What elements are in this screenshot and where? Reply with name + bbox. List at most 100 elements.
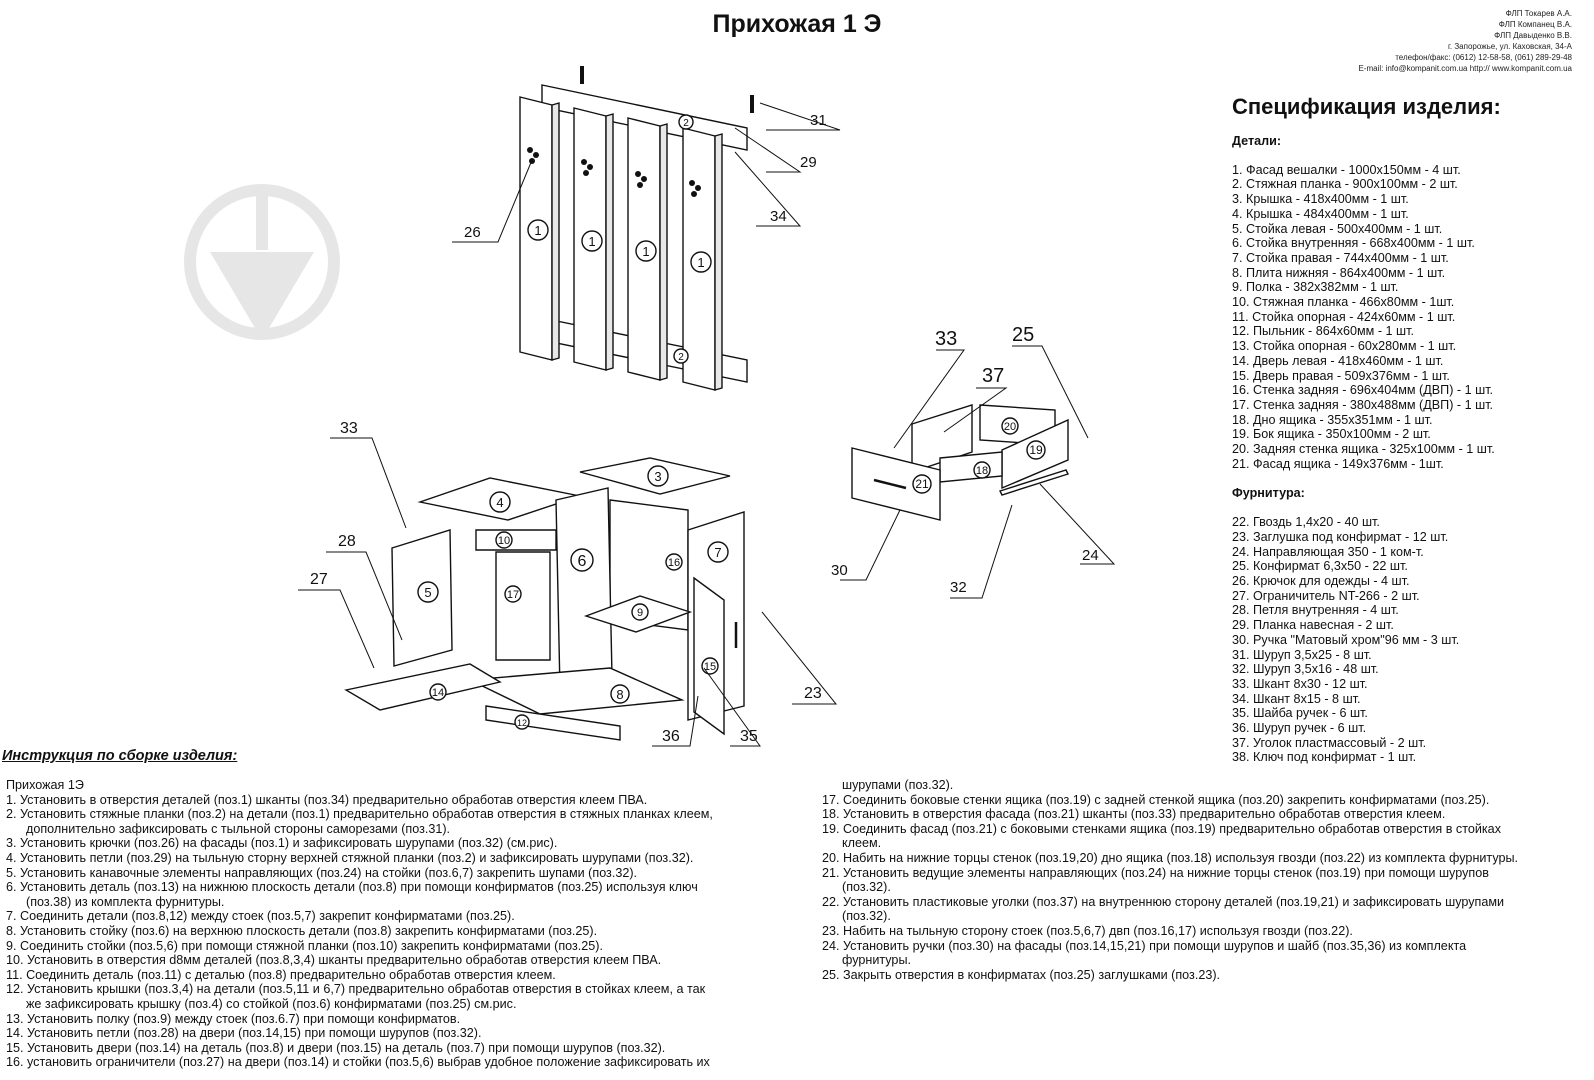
- hardware-item: 22. Гвоздь 1,4х20 - 40 шт.: [1232, 515, 1380, 530]
- label-washer: 35: [740, 728, 758, 745]
- instruction-step: 12. Установить крышки (поз.3,4) на детал…: [6, 982, 706, 997]
- instruction-step: 15. Установить двери (поз.14) на деталь …: [6, 1040, 666, 1055]
- cabinet-assembly: 4 3 10 6 16 7 5 17 9 14 8 12 15 33 28 27…: [298, 420, 838, 747]
- bottom-number: 18: [976, 465, 988, 477]
- label-drawer-dowel: 33: [935, 328, 957, 350]
- hardware-item: 34. Шкант 8х15 - 8 шт.: [1232, 691, 1361, 706]
- hardware-item: 30. Ручка "Матовый хром"96 мм - 3 шт.: [1232, 632, 1460, 647]
- label-handle-screw: 36: [662, 728, 680, 745]
- detail-item: 3. Крышка - 418х400мм - 1 шт.: [1232, 192, 1409, 207]
- hardware-item: 33. Шкант 8х30 - 12 шт.: [1232, 676, 1368, 691]
- instruction-step: 2. Установить стяжные планки (поз.2) на …: [6, 807, 713, 822]
- base-8-number: 8: [616, 687, 623, 702]
- instructions-title: Инструкция по сборке изделия:: [2, 748, 238, 764]
- detail-item: 8. Плита нижняя - 864х400мм - 1 шт.: [1232, 265, 1446, 280]
- instruction-step: 7. Соединить детали (поз.8,12) между сто…: [6, 909, 515, 924]
- assembly-diagram: 1 1 1 1 2 2 26 31 29 34: [184, 66, 1116, 747]
- panel-number: 1: [697, 255, 704, 270]
- plank-10-number: 10: [498, 535, 510, 547]
- detail-item: 12. Пыльник - 864х60мм - 1 шт.: [1232, 324, 1415, 339]
- instruction-step-continuation: клеем.: [842, 836, 882, 851]
- label-hanger-strip: 29: [800, 154, 817, 171]
- spec-title: Спецификация изделия:: [1232, 94, 1501, 119]
- instruction-step-continuation: фурнитуры.: [842, 953, 911, 968]
- instruction-step: 14. Установить петли (поз.28) на двери (…: [6, 1026, 482, 1041]
- hardware-list: 22. Гвоздь 1,4х20 - 40 шт.23. Заглушка п…: [1232, 515, 1495, 765]
- detail-item: 9. Полка - 382х382мм - 1 шт.: [1232, 280, 1399, 295]
- hardware-item: 28. Петля внутренняя - 4 шт.: [1232, 603, 1399, 618]
- detail-item: 6. Стойка внутренняя - 668х400мм - 1 шт.: [1232, 236, 1475, 251]
- page-title: Прихожая 1 Э: [712, 10, 882, 38]
- hardware-item: 32. Шуруп 3,5х16 - 48 шт.: [1232, 662, 1379, 677]
- hardware-item: 25. Конфирмат 6,3х50 - 22 шт.: [1232, 559, 1408, 574]
- label-limiter: 27: [310, 571, 328, 588]
- label-drawer-handle: 30: [831, 562, 848, 579]
- hardware-heading: Фурнитура:: [1232, 486, 1305, 501]
- side-number: 19: [1029, 443, 1043, 457]
- screw-icon: [580, 66, 754, 113]
- label-drawer-corner: 37: [982, 365, 1004, 387]
- details-heading: Детали:: [1232, 134, 1282, 148]
- label-drawer-runner: 24: [1082, 547, 1099, 564]
- hardware-item: 29. Планка навесная - 2 шт.: [1232, 618, 1394, 633]
- detail-item: 20. Задняя стенка ящика - 325х100мм - 1 …: [1232, 442, 1495, 457]
- hardware-item: 37. Уголок пластмассовый - 2 шт.: [1232, 735, 1427, 750]
- label-hooks: 26: [464, 224, 481, 241]
- company-line: ФЛП Давыденко В.В.: [1494, 31, 1572, 40]
- detail-item: 5. Стойка левая - 500х400мм - 1 шт.: [1232, 221, 1443, 236]
- instruction-step: 25. Закрыть отверстия в конфирматах (поз…: [822, 967, 1221, 982]
- label-drawer-confirmat: 25: [1012, 324, 1034, 346]
- hardware-item: 38. Ключ под конфирмат - 1 шт.: [1232, 750, 1417, 765]
- label-cabinet-dowel: 33: [340, 420, 358, 437]
- detail-item: 21. Фасад ящика - 149х376мм - 1шт.: [1232, 456, 1444, 471]
- instruction-step: 10. Установить в отверстия d8мм деталей …: [6, 953, 662, 968]
- detail-item: 18. Дно ящика - 355х351мм - 1 шт.: [1232, 412, 1433, 427]
- instruction-step: 9. Соединить стойки (поз.5,6) при помощи…: [6, 938, 603, 953]
- company-line: телефон/факс: (0612) 12-58-58, (061) 289…: [1395, 53, 1572, 62]
- detail-item: 16. Стенка задняя - 696х404мм (ДВП) - 1 …: [1232, 383, 1494, 398]
- detail-item: 15. Дверь правая - 509х376мм - 1 шт.: [1232, 368, 1450, 383]
- watermark-logo-icon: [184, 184, 340, 340]
- label-drawer-screw: 32: [950, 579, 967, 596]
- instruction-step: 22. Установить пластиковые уголки (поз.3…: [822, 894, 1505, 909]
- detail-item: 19. Бок ящика - 350х100мм - 2 шт.: [1232, 427, 1431, 442]
- instruction-step: 1. Установить в отверстия деталей (поз.1…: [6, 792, 648, 807]
- label-dowels: 34: [770, 208, 787, 225]
- detail-item: 13. Стойка опорная - 60х280мм - 1 шт.: [1232, 339, 1457, 354]
- instruction-step: 6. Установить деталь (поз.13) на нижнюю …: [6, 880, 698, 895]
- back-17-number: 17: [507, 589, 519, 601]
- panel-number: 1: [642, 244, 649, 259]
- post-6-number: 6: [578, 553, 587, 570]
- hardware-item: 35. Шайба ручек - 6 шт.: [1232, 706, 1368, 721]
- instruction-step: 8. Установить стойку (поз.6) на верхнюю …: [6, 923, 598, 938]
- label-screws: 31: [810, 112, 827, 129]
- company-line: ФЛП Токарев А.А.: [1505, 9, 1572, 18]
- plank-number: 2: [683, 118, 689, 129]
- hanger-assembly: 1 1 1 1 2 2 26 31 29 34: [452, 66, 841, 391]
- door-15-number: 15: [704, 661, 716, 673]
- instruction-step-continuation: (поз.32).: [842, 880, 891, 895]
- detail-item: 10. Стяжная планка - 466х80мм - 1шт.: [1232, 295, 1455, 310]
- product-name: Прихожая 1Э: [6, 778, 84, 792]
- hardware-item: 24. Направляющая 350 - 1 ком-т.: [1232, 544, 1424, 559]
- instruction-step: 23. Набить на тыльную сторону стоек (поз…: [822, 923, 1353, 938]
- instruction-step: 16. установить ограничители (поз.27) на …: [6, 1055, 710, 1070]
- instruction-step-continuation: дополнительно зафиксировать с тыльной ст…: [26, 821, 451, 836]
- instruction-step: 21. Установить ведущие элементы направля…: [822, 865, 1489, 880]
- dust-12-number: 12: [517, 718, 527, 728]
- panel-number: 1: [534, 223, 541, 238]
- label-hinge: 28: [338, 533, 356, 550]
- instruction-step: 4. Установить петли (поз.29) на тыльную …: [6, 850, 694, 865]
- instruction-step: 18. Установить в отверстия фасада (поз.2…: [822, 807, 1446, 822]
- company-info: ФЛП Токарев А.А. ФЛП Компанец В.А. ФЛП Д…: [1358, 8, 1572, 74]
- lid-4-number: 4: [496, 495, 503, 510]
- instruction-step: 20. Набить на нижние торцы стенок (поз.1…: [822, 850, 1519, 865]
- instruction-step: 3. Установить крючки (поз.26) на фасады …: [6, 836, 558, 851]
- company-line: г. Запорожье, ул. Каховская, 34-А: [1447, 42, 1572, 51]
- instruction-step-continuation: (поз.38) из комплекта фурнитуры.: [26, 894, 225, 909]
- details-list: 1. Фасад вешалки - 1000х150мм - 4 шт.2. …: [1232, 163, 1495, 472]
- door-14-number: 14: [432, 687, 444, 699]
- rear-wall-number: 20: [1004, 421, 1016, 433]
- hardware-item: 36. Шуруп ручек - 6 шт.: [1232, 721, 1367, 736]
- instruction-step: 11. Соединить деталь (поз.11) с деталью …: [6, 967, 556, 982]
